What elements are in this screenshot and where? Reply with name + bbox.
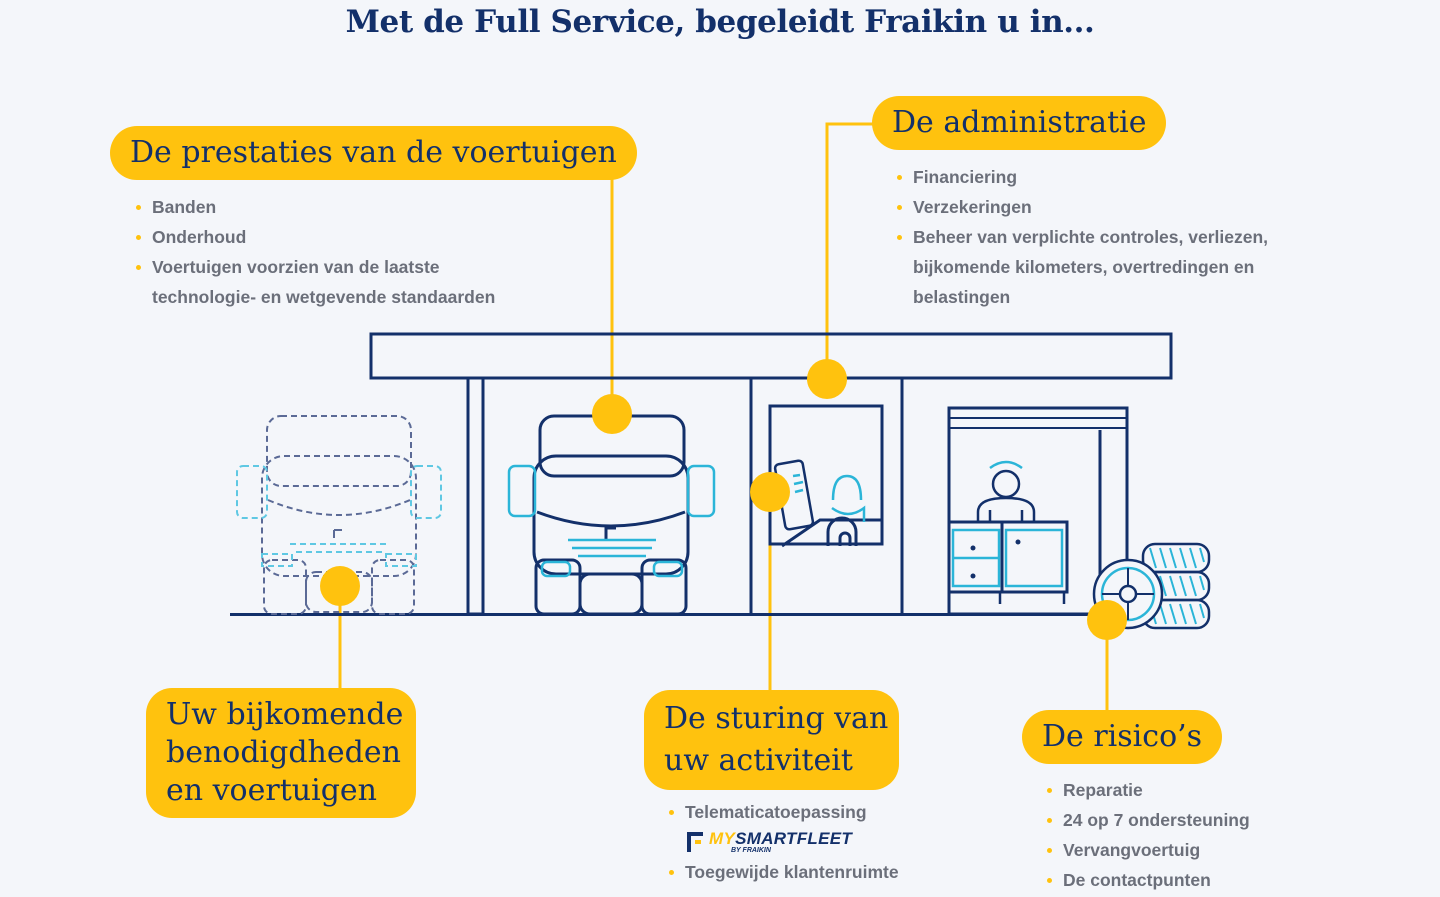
list-risicos: Reparatie 24 op 7 ondersteuning Vervangv…: [1045, 775, 1305, 895]
page-title: Met de Full Service, begeleidt Fraikin u…: [345, 4, 1095, 40]
ghost-truck-mirrors: [236, 465, 442, 567]
list-item: De contactpunten: [1045, 865, 1305, 895]
mysmartfleet-logo: MYSMARTFLEET BY FRAIKIN: [685, 827, 927, 857]
hotspot-risicos: [1087, 600, 1127, 640]
mysmartfleet-logo-row: MYSMARTFLEET BY FRAIKIN: [667, 827, 927, 857]
connector-prestaties: [595, 153, 614, 412]
pill-risicos: De risico’s: [1022, 710, 1223, 764]
list-item: Reparatie: [1045, 775, 1305, 805]
hotspot-dots: [320, 359, 1127, 640]
logo-sub: BY FRAIKIN: [731, 847, 771, 854]
pill-sturing: De sturing van uw activiteit: [644, 690, 899, 790]
list-item: Toegewijde klantenruimte: [667, 857, 927, 887]
list-prestaties: Banden Onderhoud Voertuigen voorzien van…: [134, 192, 514, 312]
logo-brand: MYSMARTFLEET: [709, 829, 853, 848]
hotspot-administratie: [807, 359, 847, 399]
list-item: Beheer van verplichte controles, verliez…: [895, 222, 1285, 312]
pill-line: De sturing van: [664, 701, 889, 736]
cabinet-accents: [951, 528, 1064, 588]
hotspot-bijkomende: [320, 566, 360, 606]
truck-accents: [507, 464, 716, 578]
pill-prestaties: De prestaties van de voertuigen: [110, 126, 637, 180]
hotspot-prestaties: [592, 394, 632, 434]
fraikin-f-icon: [687, 832, 703, 852]
connector-administratie: [825, 122, 875, 378]
pill-administratie: De administratie: [872, 96, 1167, 150]
list-sturing: Telematicatoepassing MYSMARTFLEET BY FRA…: [667, 797, 927, 887]
pill-line: Uw bijkomende: [166, 697, 404, 732]
truck-icon: [532, 414, 690, 616]
list-item: 24 op 7 ondersteuning: [1045, 805, 1305, 835]
list-item: Onderhoud: [134, 222, 514, 252]
list-item: Voertuigen voorzien van de laatste techn…: [134, 252, 514, 312]
list-item: Vervangvoertuig: [1045, 835, 1305, 865]
list-item: Banden: [134, 192, 514, 222]
list-item: Telematicatoepassing: [667, 797, 927, 827]
list-item: Financiering: [895, 162, 1285, 192]
pill-bijkomende: Uw bijkomende benodigdheden en voertuige…: [146, 688, 416, 818]
hotspot-sturing: [750, 472, 790, 512]
workshop: [947, 406, 1129, 616]
mechanic-icon: [976, 460, 1036, 522]
pill-line: en voertuigen: [166, 773, 377, 808]
pill-line: uw activiteit: [664, 743, 853, 778]
garage-roof: [369, 332, 1173, 380]
list-item: Verzekeringen: [895, 192, 1285, 222]
list-administratie: Financiering Verzekeringen Beheer van ve…: [895, 162, 1285, 312]
receptionist-icon: [831, 474, 866, 522]
pill-line: benodigdheden: [166, 735, 401, 770]
